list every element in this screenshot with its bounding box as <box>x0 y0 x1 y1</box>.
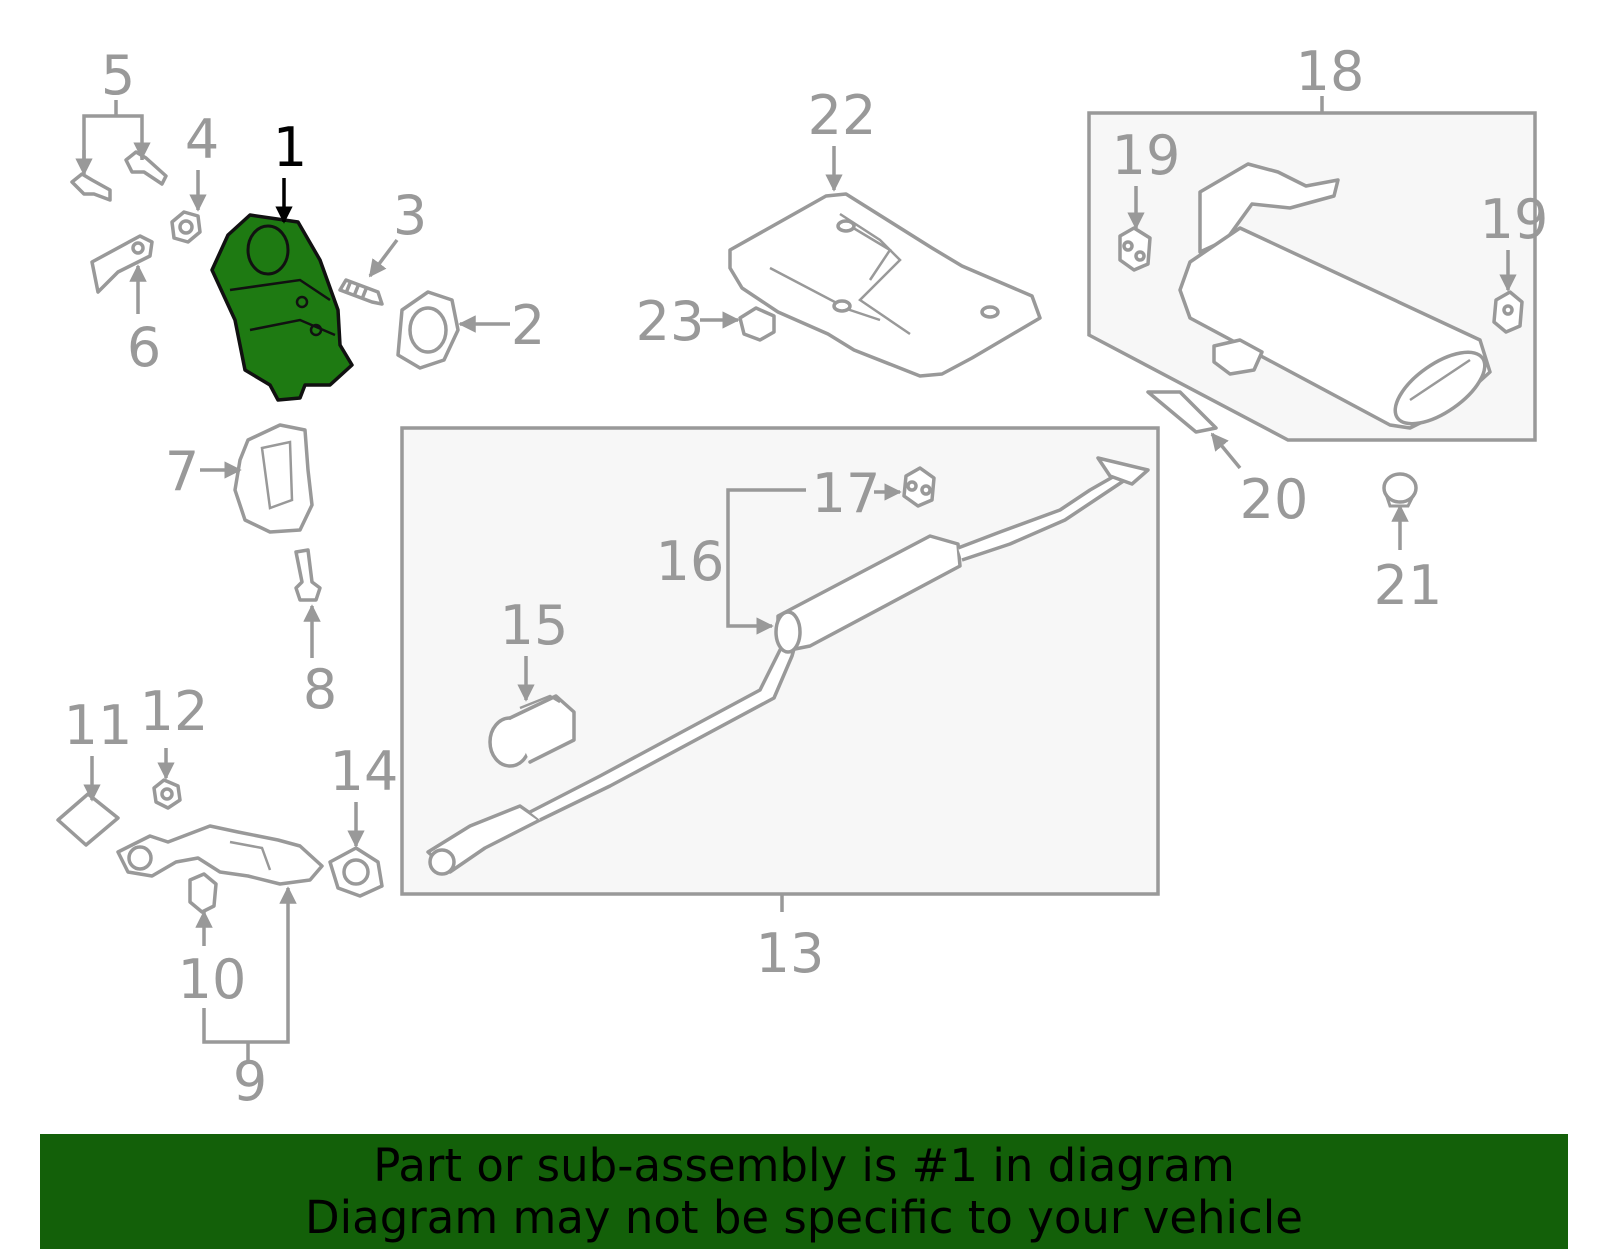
label-15: 15 <box>500 594 569 657</box>
part-10-hanger[interactable] <box>188 872 218 914</box>
label-10: 10 <box>178 948 247 1011</box>
label-21: 21 <box>1374 554 1443 617</box>
label-19-right: 19 <box>1480 188 1549 251</box>
part-6-bracket[interactable] <box>90 234 154 294</box>
part-9-front-pipe[interactable] <box>116 824 324 886</box>
part-23-clip[interactable] <box>738 306 776 342</box>
callout-labels: 1 2 3 4 5 6 7 8 9 10 11 12 13 14 15 16 1… <box>64 40 1549 1113</box>
label-6: 6 <box>127 316 161 379</box>
label-13: 13 <box>756 922 825 985</box>
part-21-cap[interactable] <box>1382 472 1418 508</box>
part-19-hanger-left[interactable] <box>1118 226 1152 272</box>
part-15-clamp[interactable] <box>488 694 576 768</box>
info-banner: Part or sub-assembly is #1 in diagram Di… <box>40 1134 1568 1249</box>
part-14-gasket[interactable] <box>328 846 384 898</box>
label-7: 7 <box>165 440 199 503</box>
label-17: 17 <box>812 462 881 525</box>
label-2: 2 <box>511 294 545 357</box>
part-3-stud[interactable] <box>338 278 384 306</box>
label-12: 12 <box>140 680 209 743</box>
leader-lines <box>75 96 1517 1064</box>
part-19-hanger-right[interactable] <box>1492 290 1524 334</box>
part-5-bolts[interactable] <box>70 150 168 202</box>
label-19-left: 19 <box>1112 124 1181 187</box>
part-12-nut[interactable] <box>152 778 182 810</box>
part-17-hanger[interactable] <box>902 466 936 508</box>
banner-line-1: Part or sub-assembly is #1 in diagram <box>373 1138 1235 1192</box>
part-20-pad[interactable] <box>1146 390 1218 434</box>
label-9: 9 <box>233 1050 267 1113</box>
part-7-heat-shield[interactable] <box>233 423 314 534</box>
label-11: 11 <box>64 694 133 757</box>
label-16: 16 <box>656 530 725 593</box>
part-16-center-pipe[interactable] <box>426 456 1150 876</box>
label-22: 22 <box>808 84 877 147</box>
label-20: 20 <box>1240 468 1309 531</box>
label-8: 8 <box>303 658 337 721</box>
label-3: 3 <box>393 184 427 247</box>
banner-line-2: Diagram may not be specific to your vehi… <box>305 1190 1303 1244</box>
part-1-catalytic-converter[interactable] <box>210 213 354 402</box>
part-22-heat-insulator[interactable] <box>728 192 1042 378</box>
part-8-stud-bolt[interactable] <box>294 548 322 602</box>
label-14: 14 <box>330 740 399 803</box>
label-23: 23 <box>636 290 705 353</box>
label-18: 18 <box>1296 40 1365 103</box>
part-4-nut[interactable] <box>170 210 202 244</box>
part-18-rear-muffler[interactable] <box>1178 162 1496 437</box>
part-2-gasket[interactable] <box>396 290 460 370</box>
part-11-pad[interactable] <box>56 792 120 847</box>
label-1: 1 <box>273 116 307 179</box>
label-4: 4 <box>185 108 219 171</box>
label-5: 5 <box>101 44 135 107</box>
